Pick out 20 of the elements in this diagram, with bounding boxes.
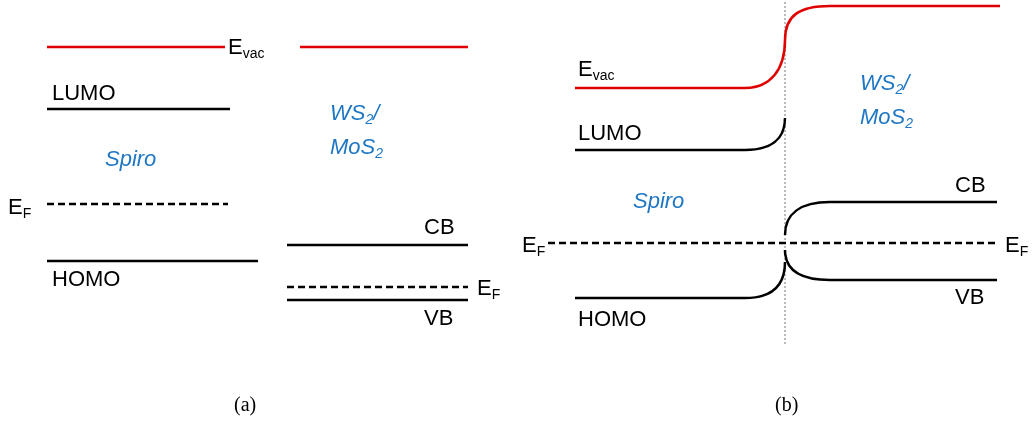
energy-level-label: LUMO <box>52 80 116 107</box>
energy-level-label: CB <box>424 214 455 241</box>
panel-label: (a) <box>234 392 257 416</box>
energy-level-label: HOMO <box>578 306 647 333</box>
energy-level-label: E$_{F}$ <box>8 194 32 222</box>
energy-level-label: E$_{F}$ <box>1005 232 1029 260</box>
energy-level-label: E$_{F}$ <box>477 275 501 303</box>
energy-level-label: E$_{F}$ <box>522 232 546 260</box>
material-label: WS$_{2}$/ MoS$_{2}$ <box>330 99 385 163</box>
energy-level-label: E$_{vac}$ <box>578 56 615 84</box>
energy-level-label: HOMO <box>52 266 121 293</box>
material-label: WS$_{2}$/ MoS$_{2}$ <box>860 69 915 133</box>
panel-label: (b) <box>775 392 799 416</box>
energy-level-label: VB <box>424 305 454 332</box>
energy-level-label: LUMO <box>578 120 642 147</box>
energy-level-label: VB <box>955 284 985 311</box>
material-label: Spiro <box>105 145 158 173</box>
energy-level-label: CB <box>955 172 986 199</box>
energy-level-label: E$_{vac}$ <box>228 34 265 62</box>
material-label: Spiro <box>633 187 686 215</box>
